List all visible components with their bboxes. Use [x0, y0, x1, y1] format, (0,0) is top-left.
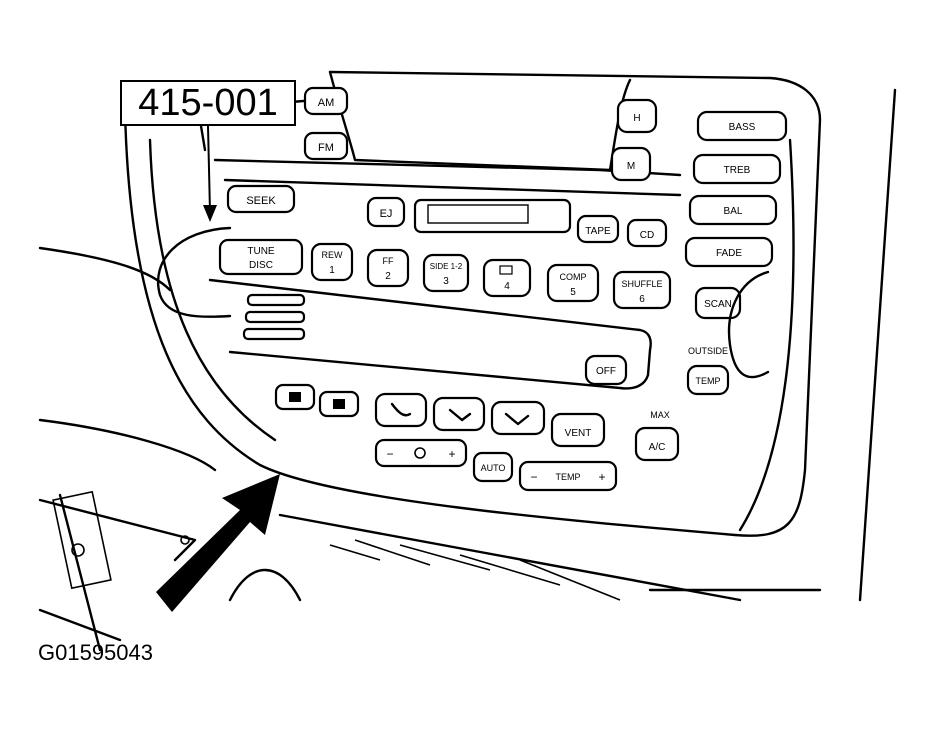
removal-tool-left — [157, 226, 232, 318]
fade-button[interactable]: FADE — [684, 236, 774, 268]
ej-button[interactable]: EJ — [366, 196, 406, 228]
svg-text:BAL: BAL — [724, 206, 743, 217]
mode-panel-floor-button[interactable] — [490, 400, 546, 436]
side-button[interactable]: SIDE 1-2 3 — [422, 253, 470, 293]
svg-text:2: 2 — [385, 271, 391, 282]
auto-button[interactable]: AUTO — [472, 451, 514, 483]
seek-button[interactable]: SEEK — [226, 184, 296, 214]
svg-text:AM: AM — [318, 97, 335, 109]
svg-text:5: 5 — [570, 287, 576, 298]
tape-slot — [413, 198, 572, 234]
svg-text:+: + — [448, 447, 455, 461]
svg-text:−: − — [386, 447, 393, 461]
dolby-button[interactable]: 4 — [482, 258, 532, 298]
svg-text:M: M — [627, 161, 635, 172]
figure-id: G01595043 — [38, 640, 153, 665]
svg-text:BASS: BASS — [729, 122, 756, 133]
rew-button[interactable]: REW 1 — [310, 242, 354, 282]
mode-defrost-button[interactable] — [374, 392, 428, 428]
svg-text:TEMP: TEMP — [695, 376, 720, 386]
outside-temp-label: OUTSIDE — [688, 346, 728, 356]
big-arrow — [156, 474, 280, 612]
vent-button[interactable]: VENT — [550, 412, 606, 448]
display-grille — [242, 293, 306, 341]
svg-text:3: 3 — [443, 276, 449, 287]
svg-text:CD: CD — [640, 230, 654, 241]
fan-speed-button[interactable]: − + — [374, 438, 468, 468]
ac-button[interactable]: A/C — [634, 426, 680, 462]
comp-button[interactable]: COMP 5 — [546, 263, 600, 303]
shuffle-button[interactable]: SHUFFLE 6 — [612, 270, 672, 310]
svg-text:SIDE 1-2: SIDE 1-2 — [430, 262, 463, 271]
svg-text:FF: FF — [383, 256, 394, 266]
max-label: MAX — [650, 410, 670, 420]
preset-m-button[interactable]: M — [610, 146, 652, 182]
dashboard-outline — [38, 88, 897, 652]
svg-text:FADE: FADE — [716, 248, 742, 259]
svg-text:+: + — [598, 470, 605, 484]
tape-button[interactable]: TAPE — [576, 214, 620, 244]
svg-text:1: 1 — [329, 265, 335, 276]
temp-button[interactable]: − + TEMP — [518, 460, 618, 492]
tool-callout-label: 415-001 — [120, 80, 296, 126]
svg-text:DISC: DISC — [249, 260, 273, 271]
svg-text:FM: FM — [318, 142, 334, 154]
svg-text:4: 4 — [504, 281, 510, 292]
radio-face — [208, 178, 682, 390]
svg-text:SCAN: SCAN — [704, 299, 732, 310]
svg-text:A/C: A/C — [649, 442, 666, 453]
svg-text:H: H — [633, 113, 640, 124]
defrost-front-button[interactable] — [318, 390, 360, 418]
removal-tool-right — [727, 270, 770, 379]
svg-text:TEMP: TEMP — [555, 472, 580, 482]
svg-text:REW: REW — [322, 250, 344, 260]
svg-text:AUTO: AUTO — [481, 463, 506, 473]
tune-button[interactable]: TUNE DISC — [218, 238, 304, 276]
svg-text:TUNE: TUNE — [247, 246, 275, 257]
svg-text:−: − — [530, 470, 537, 484]
svg-text:VENT: VENT — [565, 428, 592, 439]
bass-button[interactable]: BASS — [696, 110, 788, 142]
defrost-rear-button[interactable] — [274, 383, 316, 411]
svg-text:TREB: TREB — [724, 165, 751, 176]
svg-text:SHUFFLE: SHUFFLE — [621, 279, 662, 289]
svg-text:TAPE: TAPE — [585, 226, 611, 237]
fm-button[interactable]: FM — [303, 131, 349, 161]
mode-floor-button[interactable] — [432, 396, 486, 432]
scan-button[interactable]: SCAN — [694, 286, 742, 320]
treb-button[interactable]: TREB — [692, 153, 782, 185]
callout-leader-arrow — [203, 125, 217, 222]
bal-button[interactable]: BAL — [688, 194, 778, 226]
svg-text:COMP: COMP — [560, 272, 587, 282]
svg-text:SEEK: SEEK — [246, 195, 276, 207]
svg-text:6: 6 — [639, 294, 645, 305]
am-button[interactable]: AM — [303, 86, 349, 116]
cd-button[interactable]: CD — [626, 218, 668, 248]
svg-text:EJ: EJ — [380, 208, 393, 220]
temp-display-button[interactable]: TEMP — [686, 364, 730, 396]
svg-text:OFF: OFF — [596, 366, 616, 377]
off-button[interactable]: OFF — [584, 354, 628, 386]
preset-h-button[interactable]: H — [616, 98, 658, 134]
ff-button[interactable]: FF 2 — [366, 248, 410, 288]
